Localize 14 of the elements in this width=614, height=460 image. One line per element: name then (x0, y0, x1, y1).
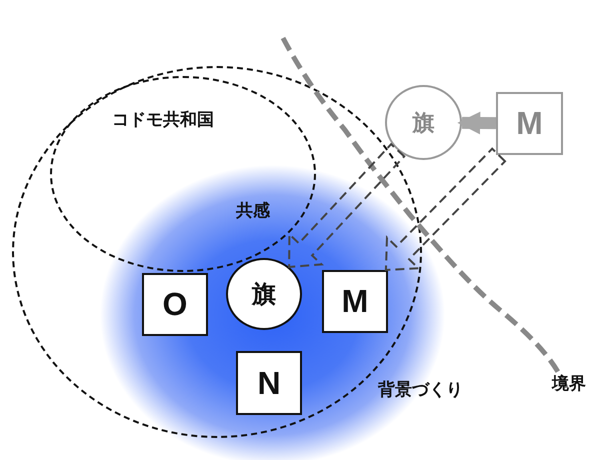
overlap-label: 共感 (236, 200, 270, 222)
flag-circle: 旗 (385, 85, 462, 160)
hollow-arrow (384, 147, 506, 272)
letter-box: M (496, 92, 563, 155)
hollow-arrow (288, 142, 406, 268)
flag-circle: 旗 (226, 258, 302, 330)
region-label: 背景づくり (378, 379, 463, 401)
dashed-circle (50, 76, 316, 272)
region-label: コドモ共和国 (112, 109, 214, 131)
arrow (457, 112, 496, 134)
letter-box: M (322, 270, 388, 333)
boundary-label: 境界 (552, 373, 586, 395)
letter-box: O (142, 273, 208, 336)
letter-box: N (236, 351, 302, 415)
